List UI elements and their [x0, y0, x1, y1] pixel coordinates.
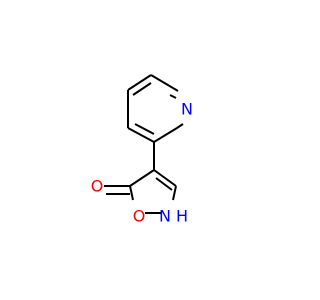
- atom-label-ring-o: O: [133, 207, 146, 226]
- molecule-diagram: N O O N H: [90, 74, 193, 226]
- bond-c3-c4-double: [134, 123, 155, 135]
- bond-c4prime-c3prime: [153, 169, 177, 187]
- atom-label-carbonyl-o: O: [91, 177, 104, 196]
- bond-c4prime-c5prime: [129, 169, 155, 187]
- bond-c1-c2: [127, 74, 152, 91]
- atom-label-pyridine-n: N: [181, 100, 193, 119]
- bond-c4prime-c3prime-double: [155, 177, 173, 191]
- bond-c6-n-double: [169, 94, 177, 99]
- bond-c6-c1: [150, 74, 174, 89]
- bond-c6-n: [172, 87, 179, 92]
- bond-c3prime-n: [172, 185, 177, 201]
- bond-c5-n: [176, 123, 184, 129]
- structure-svg: N O O N H: [91, 74, 193, 226]
- atom-label-ring-n: N: [159, 207, 171, 226]
- atom-label-n-h: H: [176, 207, 188, 226]
- bond-c4-c5: [153, 127, 178, 143]
- bond-c3-c4: [127, 127, 155, 143]
- bond-c1-c2-double: [132, 82, 152, 96]
- bond-c5prime-o-ring: [129, 185, 134, 201]
